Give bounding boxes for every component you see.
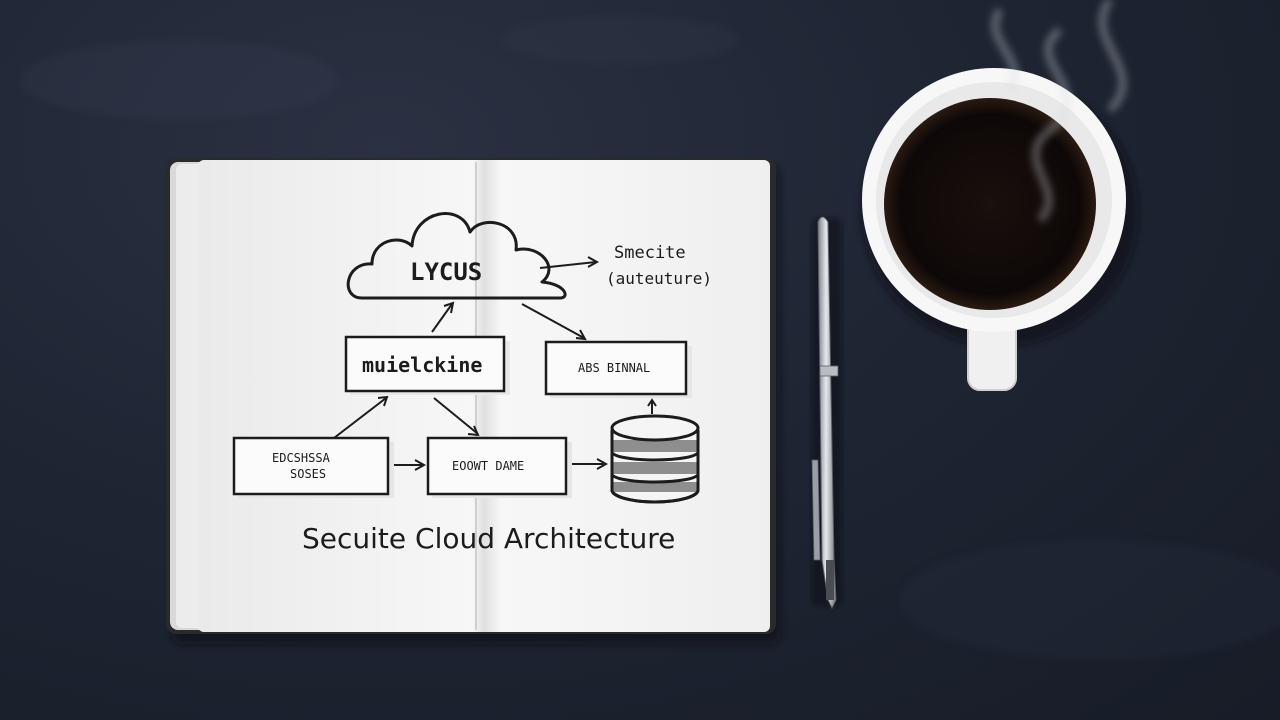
steam [991,0,1127,223]
cloud-label: LYCUS [410,258,482,286]
arrows-middle [333,395,657,439]
cloud-icon [346,212,567,300]
notebook [166,158,776,634]
coffee-cup-icon [862,68,1138,391]
arrow-bl-bm [394,459,427,471]
arrow-bm-db [572,458,609,470]
box-top-left-label: muielckine [362,353,482,377]
arrow-cloud-note [539,256,600,269]
box-bottom-left [232,436,394,498]
side-note-line2: (auteuture) [606,269,712,288]
arrows-cloud-boxes [431,301,587,341]
desk-texture [20,15,1280,660]
database-icon [610,414,700,504]
box-top-right-label: ABS BINNAL [578,361,650,375]
notebook-page [198,160,770,632]
box-top-right [544,340,692,398]
pen-icon [811,216,842,610]
side-note-line1: Smecite [614,243,686,263]
box-top-left [344,335,510,395]
box-bottom-middle-label: EOOWT DAME [452,459,524,473]
box-bottom-middle [426,436,572,498]
box-bottom-left-line2: SOSES [290,467,326,481]
box-bottom-left-line1: EDCSHSSA [272,451,331,465]
notebook-caption: Secuite Cloud Architecture [302,522,675,555]
